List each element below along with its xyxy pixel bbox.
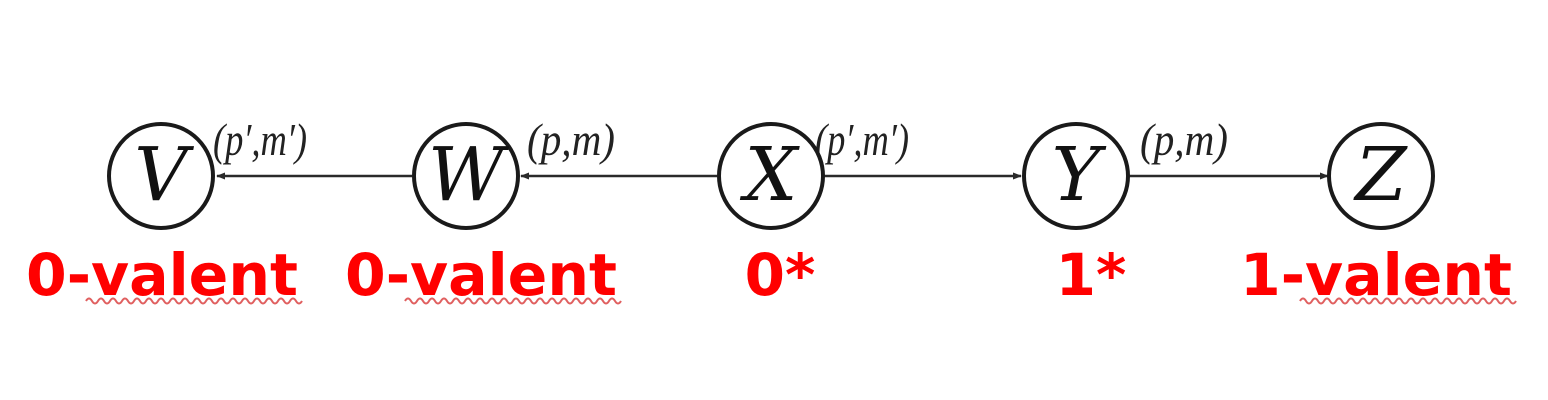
node-letter: Y	[1052, 132, 1107, 218]
node-circle	[107, 122, 215, 230]
state-label-z: 1-valent	[1240, 241, 1512, 309]
edges: (p′,m′) (p,m) (p′,m′) (p,m)	[213, 114, 1329, 180]
edge-w-to-v: (p′,m′)	[213, 114, 412, 180]
node-letter: V	[134, 132, 194, 218]
node-x: X	[717, 122, 825, 230]
edge-label: (p,m)	[527, 114, 615, 165]
spellcheck-underline	[85, 297, 303, 305]
node-letter: W	[428, 132, 510, 218]
edge-label: (p′,m′)	[213, 114, 307, 165]
node-w: W	[412, 122, 520, 230]
spellcheck-underline	[1299, 297, 1517, 305]
node-letter: X	[740, 132, 801, 218]
state-label-x: 0*	[745, 241, 816, 309]
edge-x-to-y: (p′,m′)	[815, 114, 1022, 180]
edge-label: (p′,m′)	[815, 114, 909, 165]
spellcheck-underline	[404, 297, 622, 305]
spellcheck-underlines	[85, 297, 1517, 305]
node-circle	[1022, 122, 1130, 230]
edge-x-to-w: (p,m)	[520, 114, 717, 180]
node-circle	[412, 122, 520, 230]
nodes: V W X Y Z	[107, 122, 1435, 230]
node-circle	[717, 122, 825, 230]
state-labels: 0-valent 0-valent 0* 1* 1-valent	[26, 241, 1512, 309]
edge-label: (p,m)	[1140, 114, 1228, 165]
edge-y-to-z: (p,m)	[1129, 114, 1329, 180]
node-v: V	[107, 122, 215, 230]
node-y: Y	[1022, 122, 1130, 230]
state-label-v: 0-valent	[26, 241, 298, 309]
state-label-w: 0-valent	[345, 241, 617, 309]
node-letter: Z	[1353, 132, 1408, 218]
node-circle	[1327, 122, 1435, 230]
node-z: Z	[1327, 122, 1435, 230]
state-label-y: 1*	[1056, 241, 1127, 309]
